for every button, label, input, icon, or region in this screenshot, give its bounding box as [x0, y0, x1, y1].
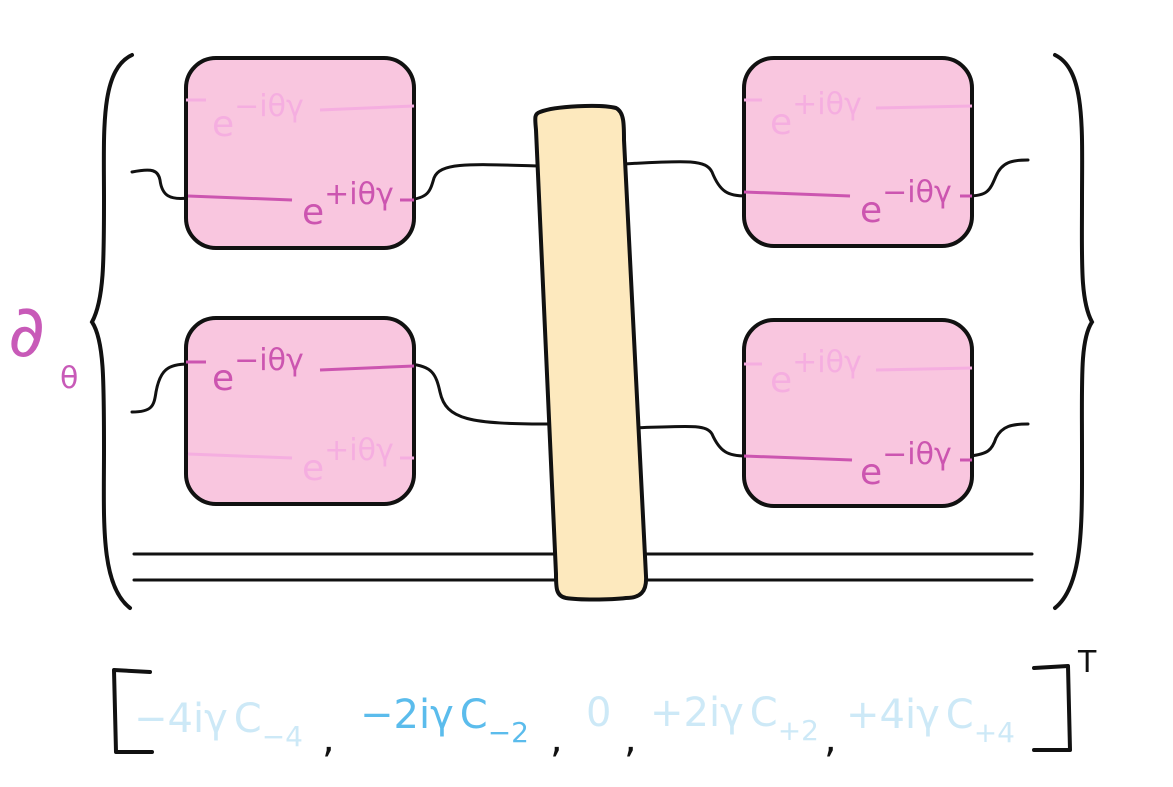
gate-lower-line	[187, 194, 293, 202]
gate-top-left: e−iθγ e+iθγ	[184, 56, 416, 250]
gate-lower-label: e+iθγ	[302, 433, 394, 489]
entry-subscript: +2	[778, 714, 819, 747]
entry-coefficient: +4iγ	[846, 692, 940, 738]
entry-subscript: −4	[262, 720, 303, 753]
entry-symbol: C	[460, 692, 488, 738]
left-curly-bracket	[89, 53, 134, 610]
gate-top-right: e+iθγ e−iθγ	[742, 56, 974, 248]
gate-lower-line	[187, 452, 293, 460]
wire-bottom-right-in	[630, 424, 748, 458]
wire-bottom-left-in	[130, 362, 190, 414]
central-tensor	[533, 103, 649, 602]
theta-subscript: θ	[60, 361, 78, 396]
partial-derivative-symbol: ∂	[8, 289, 45, 373]
entry-coefficient: −4iγ	[134, 696, 228, 742]
left-square-bracket	[112, 668, 154, 754]
separator-comma: ,	[322, 716, 335, 762]
right-curly-bracket	[1053, 53, 1095, 610]
wire-bottom-right-out	[968, 422, 1030, 458]
entry-subscript: +4	[974, 716, 1015, 749]
entry-coefficient: −2iγ	[360, 692, 454, 738]
right-square-bracket	[1032, 664, 1072, 752]
separator-comma: ,	[550, 716, 563, 762]
gate-lower-line	[743, 190, 851, 198]
gate-upper-line	[319, 364, 415, 372]
gate-lower-line	[743, 454, 853, 462]
entry-symbol: C	[750, 690, 778, 736]
transpose-mark: T	[1077, 645, 1097, 680]
wire-top-right-out	[966, 158, 1030, 198]
separator-comma: ,	[824, 716, 837, 762]
entry-symbol: C	[946, 692, 974, 738]
gate-upper-label: e+iθγ	[770, 87, 862, 143]
gate-box	[184, 56, 416, 250]
gate-lower-label: e+iθγ	[302, 177, 394, 233]
entry-coefficient: 0	[586, 690, 611, 736]
gate-bottom-right: e+iθγ e−iθγ	[742, 318, 974, 508]
entry-coefficient: +2iγ	[650, 690, 744, 736]
wire-top-left-out	[406, 163, 542, 202]
gate-upper-line	[875, 104, 973, 110]
entry-subscript: −2	[488, 716, 529, 749]
separator-comma: ,	[624, 716, 637, 762]
gate-lower-label: e−iθγ	[860, 175, 952, 231]
gate-upper-label: e−iθγ	[212, 343, 304, 399]
wire-top-right-in	[622, 160, 748, 198]
gate-upper-line	[875, 366, 973, 372]
derivative-operator: ∂ θ	[8, 289, 78, 396]
gate-upper-label: e+iθγ	[770, 345, 862, 401]
gate-bottom-left: e−iθγ e+iθγ	[184, 316, 416, 506]
entry-symbol: C	[234, 696, 262, 742]
svg-text:0: 0	[586, 690, 611, 736]
vector-entry-3: 0 ,	[586, 690, 637, 762]
wire-bottom-left-out	[408, 362, 552, 426]
gate-upper-label: e−iθγ	[212, 89, 304, 145]
wire-top-left-in	[130, 168, 190, 200]
gate-box	[742, 56, 974, 248]
gate-lower-label: e−iθγ	[860, 437, 952, 493]
gate-upper-line	[319, 104, 415, 112]
